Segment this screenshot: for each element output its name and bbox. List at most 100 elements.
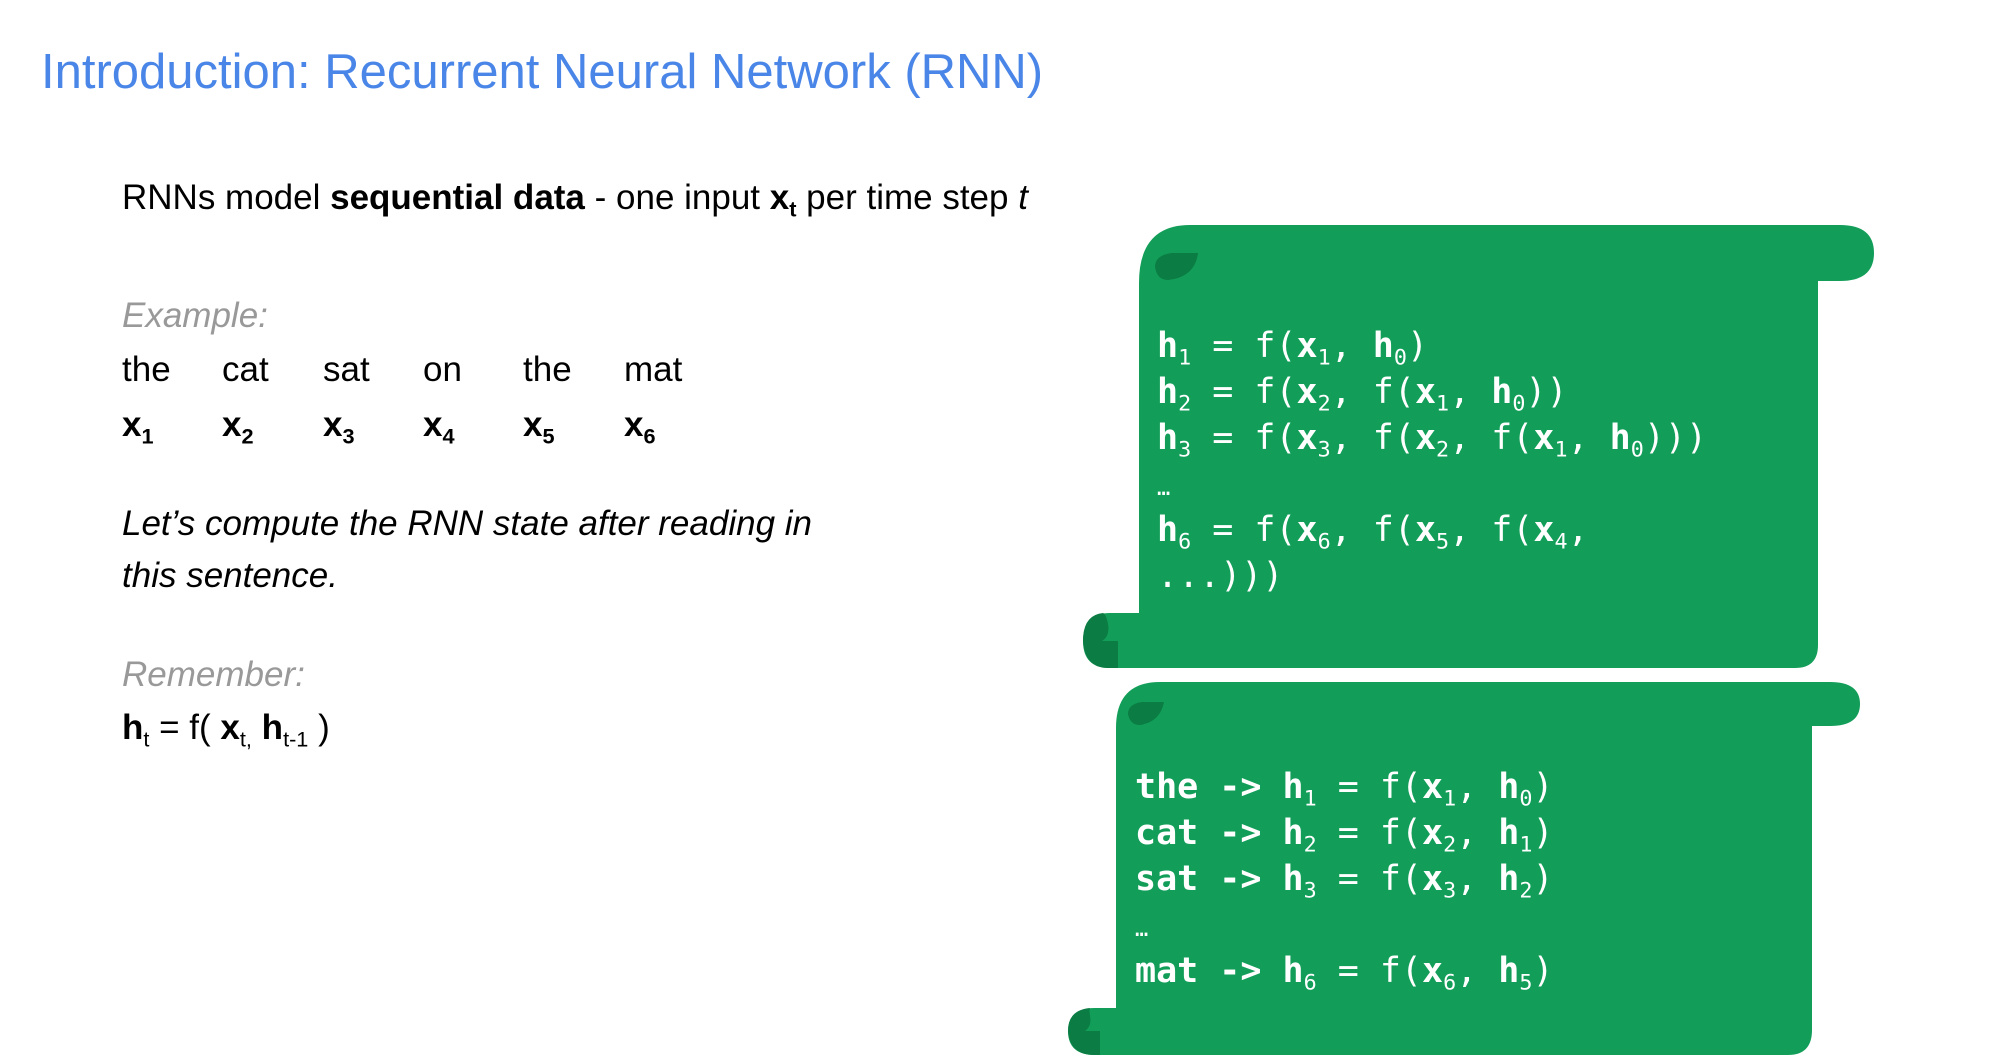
code-subscript: 1 bbox=[1178, 345, 1192, 371]
code-subscript: 1 bbox=[1554, 437, 1568, 463]
code-subscript: 4 bbox=[1554, 529, 1568, 555]
input-variable-index: 4 bbox=[442, 423, 455, 449]
code-subscript: 1 bbox=[1303, 786, 1317, 812]
code-token: = f( bbox=[1316, 951, 1422, 991]
code-token: x bbox=[1296, 372, 1318, 412]
code-line: h3 = f(x3, f(x2, f(x1, h0))) bbox=[1157, 415, 1707, 461]
code-line: cat -> h2 = f(x2, h1) bbox=[1135, 810, 1554, 856]
code-token: , bbox=[1456, 859, 1499, 899]
code-token: x bbox=[1422, 767, 1444, 807]
code-subscript: 2 bbox=[1317, 391, 1331, 417]
code-line: ...))) bbox=[1157, 553, 1707, 599]
input-variable-name: x bbox=[323, 405, 343, 444]
code-token: = f( bbox=[1191, 326, 1297, 366]
input-variable: x1 bbox=[122, 405, 154, 447]
code-token: = f( bbox=[1191, 510, 1297, 550]
input-variable-index: 1 bbox=[141, 423, 154, 449]
code-token: = f( bbox=[1191, 372, 1297, 412]
code-token: = f( bbox=[1316, 813, 1422, 853]
code-subscript: 3 bbox=[1303, 878, 1317, 904]
code-token: h bbox=[1498, 951, 1520, 991]
code-token: = f( bbox=[1316, 859, 1422, 899]
example-word: sat bbox=[323, 350, 370, 389]
intro-bold: sequential data bbox=[330, 178, 585, 217]
formula-x-sub: t, bbox=[239, 726, 252, 752]
code-token: x bbox=[1414, 372, 1437, 412]
input-variable: x4 bbox=[423, 405, 455, 447]
example-word: mat bbox=[624, 350, 683, 389]
code-token: , bbox=[1456, 813, 1499, 853]
code-subscript: 1 bbox=[1436, 391, 1450, 417]
code-subscript: 3 bbox=[1178, 437, 1192, 463]
code-line: sat -> h3 = f(x3, h2) bbox=[1135, 856, 1554, 902]
input-variable-index: 6 bbox=[643, 423, 656, 449]
code-subscript: 2 bbox=[1436, 437, 1450, 463]
code-subscript: 3 bbox=[1443, 878, 1457, 904]
scroll-2-top-curl-icon bbox=[1128, 702, 1164, 725]
code-subscript: 6 bbox=[1178, 529, 1192, 555]
code-token: cat -> h bbox=[1135, 813, 1304, 853]
input-variable-name: x bbox=[523, 405, 543, 444]
code-token: x bbox=[1422, 951, 1444, 991]
remember-label: Remember: bbox=[122, 655, 305, 694]
code-subscript: 6 bbox=[1303, 970, 1317, 996]
code-token: , f( bbox=[1449, 510, 1534, 550]
code-token: h bbox=[1157, 326, 1179, 366]
code-token: … bbox=[1135, 917, 1148, 942]
code-token: , bbox=[1330, 326, 1373, 366]
code-token: x bbox=[1296, 326, 1318, 366]
compute-text-line-2: this sentence. bbox=[122, 556, 338, 595]
code-token: the -> h bbox=[1135, 767, 1304, 807]
formula-h-prev: h bbox=[251, 708, 284, 747]
input-variable: x5 bbox=[523, 405, 555, 447]
example-word: on bbox=[423, 350, 462, 389]
code-token: , bbox=[1567, 510, 1589, 550]
code-token: h bbox=[1498, 813, 1520, 853]
input-variable-name: x bbox=[423, 405, 443, 444]
code-token: x bbox=[1422, 813, 1444, 853]
compute-text-line-1: Let’s compute the RNN state after readin… bbox=[122, 504, 813, 543]
code-token: ) bbox=[1532, 813, 1554, 853]
code-subscript: 2 bbox=[1178, 391, 1192, 417]
code-line: mat -> h6 = f(x6, h5) bbox=[1135, 948, 1554, 994]
code-token: h bbox=[1498, 767, 1520, 807]
code-token: , f( bbox=[1330, 418, 1415, 458]
code-subscript: 1 bbox=[1317, 345, 1331, 371]
code-token: )) bbox=[1525, 372, 1568, 412]
code-token: , bbox=[1456, 951, 1499, 991]
code-token: x bbox=[1533, 510, 1555, 550]
formula-close: ) bbox=[308, 708, 330, 747]
input-variable-name: x bbox=[222, 405, 242, 444]
code-token: h bbox=[1157, 510, 1179, 550]
code-token: ) bbox=[1532, 859, 1554, 899]
code-token: h bbox=[1157, 418, 1179, 458]
formula-x: x bbox=[220, 708, 240, 747]
code-token: = f( bbox=[1191, 418, 1297, 458]
code-token: h bbox=[1498, 859, 1520, 899]
code-line: h6 = f(x6, f(x5, f(x4, bbox=[1157, 507, 1707, 553]
code-subscript: 0 bbox=[1393, 345, 1407, 371]
example-label: Example: bbox=[122, 296, 268, 335]
intro-text-mid: - one input bbox=[584, 178, 770, 217]
input-variable: x2 bbox=[222, 405, 254, 447]
code-token: x bbox=[1296, 418, 1318, 458]
scroll-2-code: the -> h1 = f(x1, h0)cat -> h2 = f(x2, h… bbox=[1135, 764, 1554, 994]
formula-eq: = f( bbox=[149, 708, 221, 747]
intro-text: RNNs model bbox=[122, 178, 331, 217]
input-variable-name: x bbox=[122, 405, 142, 444]
scroll-1-top-curl-icon bbox=[1155, 253, 1198, 280]
input-variable: x6 bbox=[624, 405, 656, 447]
code-subscript: 3 bbox=[1317, 437, 1331, 463]
intro-line: RNNs model sequential data - one input x… bbox=[122, 178, 1028, 220]
code-token: h bbox=[1491, 372, 1513, 412]
code-token: ) bbox=[1532, 951, 1554, 991]
formula-h: h bbox=[122, 708, 144, 747]
code-token: , bbox=[1456, 767, 1499, 807]
scroll-1-code: h1 = f(x1, h0)h2 = f(x2, f(x1, h0))h3 = … bbox=[1157, 323, 1707, 599]
code-token: sat -> h bbox=[1135, 859, 1304, 899]
code-line: … bbox=[1157, 461, 1707, 507]
example-word: the bbox=[122, 350, 171, 389]
input-variable-name: x bbox=[624, 405, 644, 444]
code-line: … bbox=[1135, 902, 1554, 948]
